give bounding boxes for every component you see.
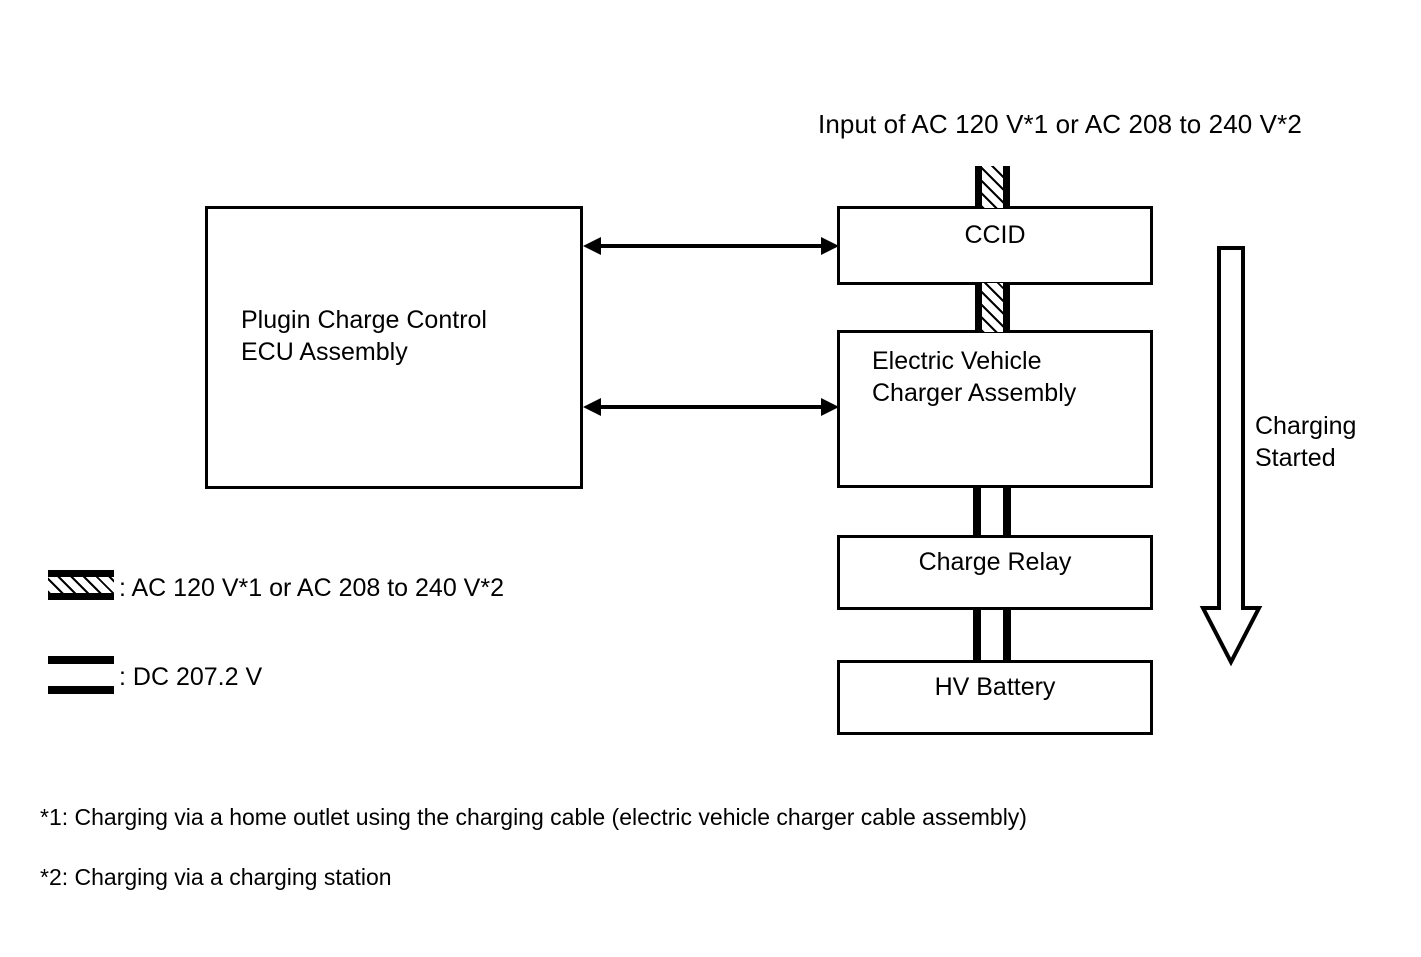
arrowhead-right — [821, 237, 839, 255]
block-label-plugin-charge-control-ecu: Plugin Charge Control ECU Assembly — [241, 306, 487, 366]
ac-connector-bar-left — [975, 283, 982, 332]
legend-swatch-dc — [48, 656, 114, 694]
ac-connector-bar-right — [1003, 166, 1010, 208]
footnote-1: *1: Charging via a home outlet using the… — [40, 804, 1027, 830]
block-hv-battery — [837, 660, 1153, 735]
arrow-ecu-to-ccid — [583, 233, 839, 259]
block-electric-vehicle-charger-assembly — [837, 330, 1153, 488]
block-label-electric-vehicle-charger-assembly: Electric Vehicle Charger Assembly — [872, 347, 1077, 407]
arrowhead-left — [583, 398, 601, 416]
legend-ac-bar-bottom — [48, 593, 114, 600]
block-label-charge-relay: Charge Relay — [918, 548, 1072, 576]
arrow-ecu-to-charger — [583, 394, 839, 420]
ac-connector-bar-right — [1003, 283, 1010, 332]
input-voltage-title: Input of AC 120 V*1 or AC 208 to 240 V*2 — [818, 109, 1302, 139]
charging-started-arrow-icon — [1199, 246, 1263, 667]
block-label-hv-battery: HV Battery — [934, 673, 1056, 701]
charging-started-label: Charging Started — [1255, 412, 1357, 472]
ac-connector-hatch — [982, 283, 1003, 332]
ac-connector-ccid-to-charger — [975, 283, 1010, 332]
arrowhead-right — [821, 398, 839, 416]
dc-connector-bar-left — [973, 608, 981, 662]
legend-swatch-ac — [48, 570, 114, 600]
arrow-shaft — [595, 244, 827, 248]
ac-connector-bar-left — [975, 166, 982, 208]
ac-connector-input-to-ccid — [975, 166, 1010, 208]
legend-dc-bar-bottom — [48, 686, 114, 694]
block-charge-relay — [837, 535, 1153, 610]
dc-connector-charger-to-relay — [973, 486, 1011, 537]
dc-connector-bar-right — [1003, 486, 1011, 537]
legend-label-dc: : DC 207.2 V — [119, 663, 263, 691]
footnote-2: *2: Charging via a charging station — [40, 864, 392, 890]
ac-connector-hatch — [982, 166, 1003, 208]
block-ccid — [837, 206, 1153, 285]
block-label-ccid: CCID — [964, 221, 1026, 249]
legend-label-ac: : AC 120 V*1 or AC 208 to 240 V*2 — [119, 574, 504, 602]
legend-ac-bar-top — [48, 570, 114, 577]
dc-connector-relay-to-battery — [973, 608, 1011, 662]
block-plugin-charge-control-ecu — [205, 206, 583, 489]
legend-ac-hatch — [48, 577, 114, 593]
arrow-shaft — [595, 405, 827, 409]
legend-dc-bar-top — [48, 656, 114, 664]
arrowhead-left — [583, 237, 601, 255]
dc-connector-bar-left — [973, 486, 981, 537]
dc-connector-bar-right — [1003, 608, 1011, 662]
